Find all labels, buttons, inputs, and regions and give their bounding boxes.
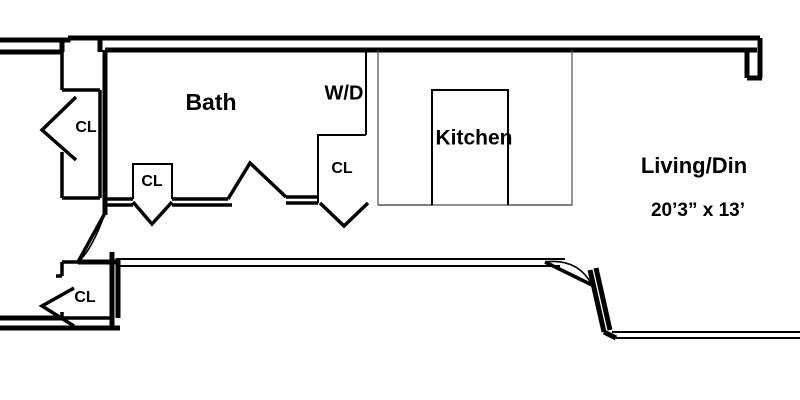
living-dining-group: Living/Din 20’3” x 13’ [641,153,747,221]
closet-bottom-left-door-swing [38,286,75,328]
living-dining-label: Living/Din [641,153,747,178]
entry-door-swing-upper [76,212,107,263]
kitchen-label: Kitchen [435,127,512,150]
closet-bath-right-door-swing [318,201,370,229]
wall-exterior-top-left-stub [0,37,71,43]
wall-angled-step-foot [602,329,618,341]
closet-top-left-group: CL [39,52,102,200]
living-dining-dimension: 20’3” x 13’ [651,200,745,221]
bath-bifold-door-peak [226,160,288,200]
lower-partition-door-arc [544,260,593,286]
kitchen-group: Kitchen [377,50,573,206]
bath-label: Bath [185,89,236,115]
closet-bottom-left-label: CL [74,289,96,306]
closet-top-left-door-swing [39,95,78,162]
wall-angled-step-outer [587,269,607,333]
exterior-bottom-left-wall-group [0,315,120,331]
washer-dryer-label: W/D [325,82,364,104]
wall-closet-small-mid-box [132,163,173,199]
exterior-top-wall-group [0,35,763,205]
wall-angled-step-inner [593,267,613,331]
closet-small-mid-label: CL [141,173,163,190]
lower-partition-door-swing [544,260,593,287]
wall-kitchen-counter-island [431,89,509,205]
wall-kitchen-outline [377,50,573,206]
closet-small-mid-door-swing [131,200,174,227]
closet-top-left-label: CL [75,119,97,136]
closet-bath-right-label: CL [331,160,353,177]
bath-walls-group: CL CL Bath W/D [76,50,370,263]
closet-bottom-left-group: CL [38,260,112,328]
wall-closet-bath-right-left-and-top [317,134,366,203]
